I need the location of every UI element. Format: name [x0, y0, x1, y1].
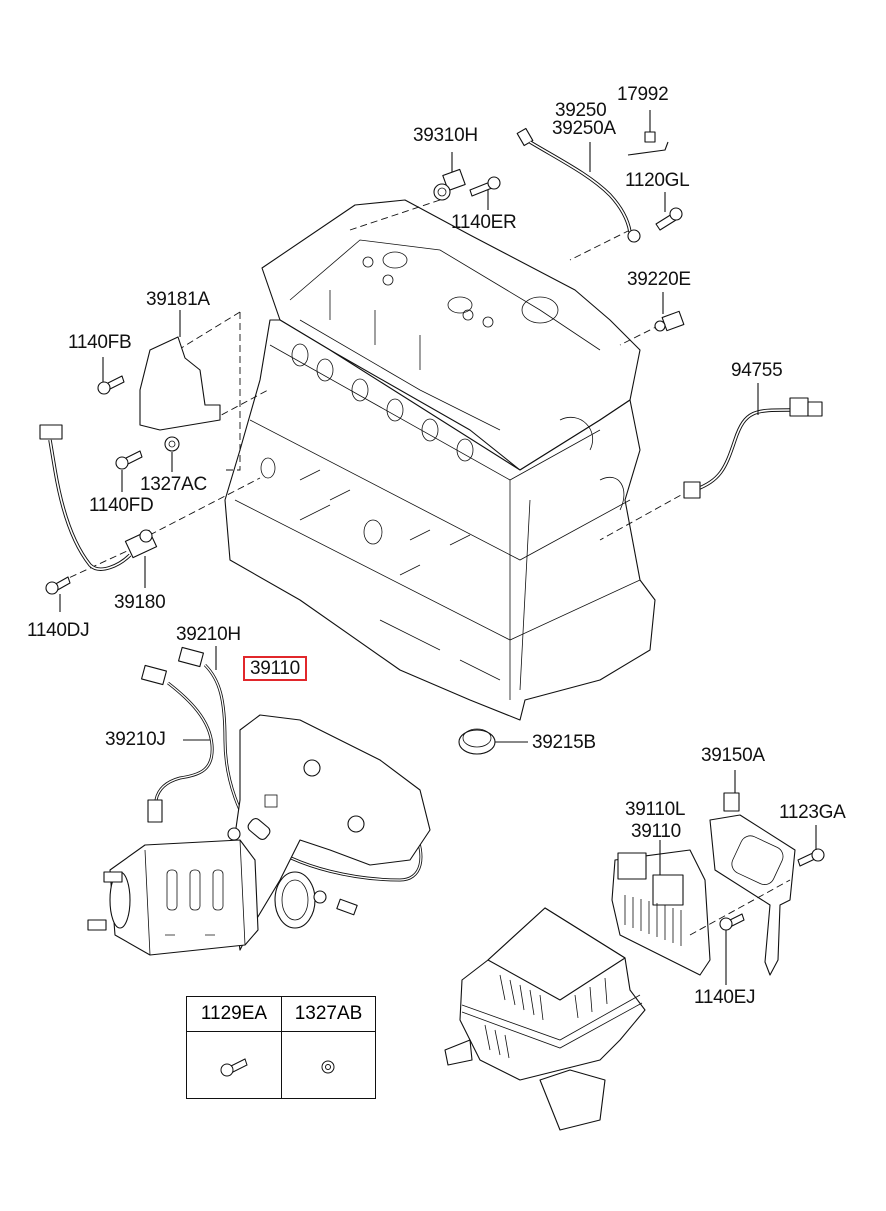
nut-1327AC — [164, 436, 180, 472]
part-label-94755[interactable]: 94755 — [731, 360, 783, 381]
part-label-39210H[interactable]: 39210H — [176, 624, 241, 645]
bolt-1140FB — [97, 357, 125, 395]
part-label-1140FB[interactable]: 1140FB — [68, 332, 132, 353]
hardware-legend-table: 1129EA 1327AB — [186, 996, 376, 1099]
bolt-1140ER — [469, 176, 501, 210]
part-label-1120GL[interactable]: 1120GL — [625, 170, 690, 191]
part-label-39215B[interactable]: 39215B — [532, 732, 596, 753]
part-label-1140FD[interactable]: 1140FD — [89, 495, 154, 516]
part-label-1140DJ[interactable]: 1140DJ — [27, 620, 90, 641]
cover-39181A — [139, 310, 221, 431]
legend-header-1327AB[interactable]: 1327AB — [282, 997, 375, 1032]
bolt-1140EJ — [689, 879, 791, 985]
part-label-39180[interactable]: 39180 — [114, 592, 166, 613]
part-label-1327AC[interactable]: 1327AC — [140, 474, 207, 495]
bolt-1120GL — [655, 192, 683, 231]
bolt-1140DJ — [45, 576, 71, 612]
harness-94755 — [683, 383, 823, 499]
part-label-17992[interactable]: 17992 — [617, 84, 669, 105]
catalytic-converter — [87, 839, 259, 956]
part-label-39220E[interactable]: 39220E — [627, 269, 691, 290]
part-label-39310H[interactable]: 39310H — [413, 125, 478, 146]
leader-lines — [59, 199, 691, 583]
bolt-1140FD — [115, 450, 143, 492]
legend-cell-1327AB — [282, 1032, 375, 1098]
part-label-39150A[interactable]: 39150A — [701, 745, 765, 766]
part-label-39250A[interactable]: 39250A — [552, 118, 616, 139]
part-label-1140ER[interactable]: 1140ER — [451, 212, 517, 233]
knock-sensor-39250 — [516, 127, 641, 243]
plug-39215B — [458, 728, 528, 755]
part-label-1123GA[interactable]: 1123GA — [779, 802, 846, 823]
o2-sensor-39210J — [141, 664, 214, 823]
part-label-39110L[interactable]: 39110L — [625, 799, 686, 820]
part-label-1140EJ[interactable]: 1140EJ — [694, 987, 756, 1008]
cam-sensor-39310H — [433, 152, 466, 201]
part-label-39110[interactable]: 39110 — [631, 821, 681, 842]
part-label-39110-highlighted[interactable]: 39110 — [243, 656, 307, 681]
engine-block — [224, 199, 656, 721]
legend-header-1129EA[interactable]: 1129EA — [187, 997, 282, 1032]
part-label-39181A[interactable]: 39181A — [146, 289, 210, 310]
bolt-1123GA — [797, 825, 825, 867]
air-cleaner — [444, 907, 646, 1131]
bolt-icon — [220, 1058, 248, 1077]
sensor-39220E — [654, 292, 685, 332]
crank-sensor-39180 — [39, 424, 158, 588]
exhaust-manifold — [227, 714, 431, 951]
harness-clip-17992 — [627, 110, 669, 156]
legend-cell-1129EA — [187, 1032, 282, 1098]
ecu-39110 — [611, 840, 711, 976]
nut-icon — [321, 1060, 335, 1074]
bracket-39150A — [709, 770, 796, 976]
part-label-39210J[interactable]: 39210J — [105, 729, 166, 750]
part-label-39250[interactable]: 39250 — [555, 100, 607, 121]
